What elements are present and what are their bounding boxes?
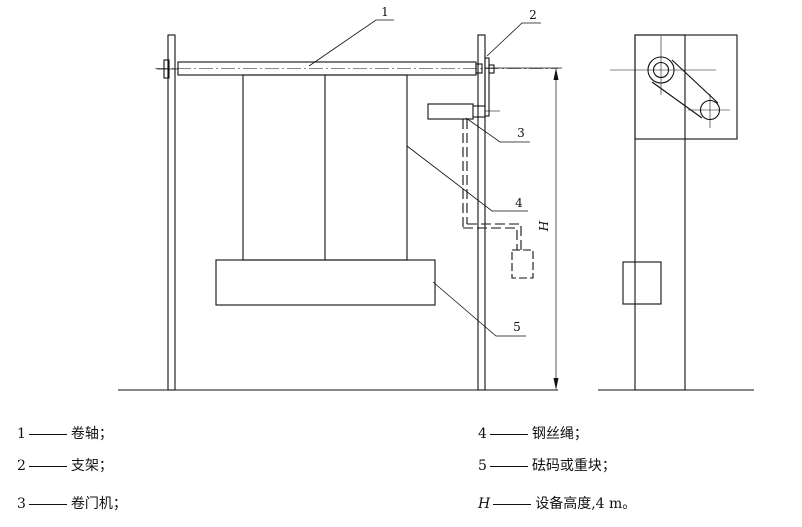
leader-4 <box>406 145 528 212</box>
legend-key: 3 <box>17 496 26 512</box>
legend-text: 支架； <box>70 458 113 474</box>
callout-5: 5 <box>513 320 521 334</box>
legend-item-1: 1 卷轴； <box>17 426 113 442</box>
legend-item-2: 2 支架； <box>17 458 113 474</box>
legend-key: H <box>478 496 491 512</box>
callout-2: 2 <box>529 8 537 22</box>
legend-key: 4 <box>478 426 487 442</box>
test-apparatus-diagram: 1 2 3 4 5 H <box>118 5 754 391</box>
left-support-post <box>167 34 176 391</box>
callout-4: 4 <box>515 196 523 210</box>
legend-text: 卷轴； <box>70 426 113 442</box>
door-operator <box>427 103 474 120</box>
legend-item-h: H 设备高度,4 m。 <box>478 496 636 512</box>
leader-5 <box>432 281 526 337</box>
legend-text: 砝码或重块； <box>531 458 616 474</box>
legend-text: 卷门机； <box>70 496 127 512</box>
weight-block <box>215 259 436 306</box>
legend-text: 钢丝绳； <box>531 426 588 442</box>
side-view-belt <box>671 59 719 104</box>
leader-3 <box>465 117 530 143</box>
callout-3: 3 <box>517 126 525 140</box>
side-view-weight <box>622 261 662 305</box>
right-support-post <box>477 34 486 391</box>
callout-1: 1 <box>381 5 389 19</box>
leader-2 <box>486 22 541 57</box>
hanging-weight <box>511 249 534 279</box>
legend-item-5: 5 砝码或重块； <box>478 458 616 474</box>
legend-key: 1 <box>17 426 26 442</box>
right-flange-bracket <box>484 57 490 117</box>
side-view-bracket-plate <box>634 34 738 140</box>
leader-1 <box>308 19 394 67</box>
legend-text: 设备高度,4 m。 <box>535 496 637 512</box>
legend-item-3: 3 卷门机； <box>17 496 127 512</box>
height-label: H <box>537 220 551 232</box>
legend-key: 2 <box>17 458 26 474</box>
legend-key: 5 <box>478 458 487 474</box>
legend-item-4: 4 钢丝绳； <box>478 426 588 442</box>
